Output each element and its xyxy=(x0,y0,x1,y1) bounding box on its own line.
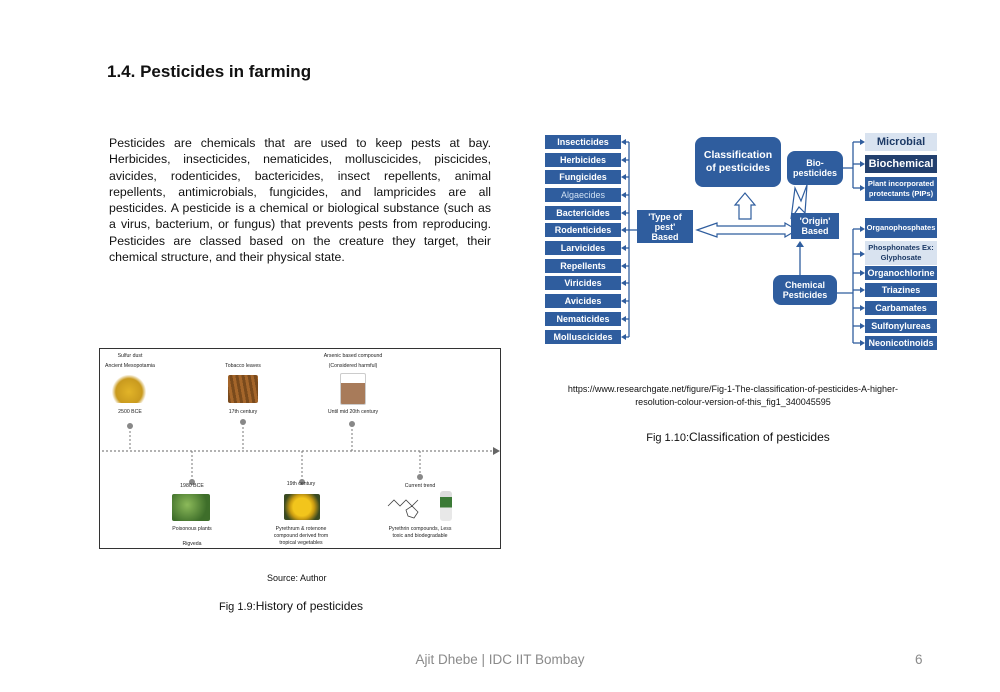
chemical-pesticides-box: Chemical Pesticides xyxy=(773,275,837,305)
section-heading: 1.4. Pesticides in farming xyxy=(107,62,312,81)
origin-based-box: 'Origin' Based xyxy=(791,213,839,239)
page-footer: Ajit Dhebe | IDC IIT Bombay xyxy=(415,652,585,667)
type-of-pest-box: 'Type of pest' Based xyxy=(637,210,693,243)
chem-item-neonicotinoids: Neonicotinoids xyxy=(865,336,937,350)
tl-5-date: 19th century xyxy=(286,481,316,487)
tl-2-date: 17th century xyxy=(228,409,258,415)
bio-item-microbial: Microbial xyxy=(865,133,937,151)
pest-type-larvicides: Larvicides xyxy=(545,241,621,255)
sulfur-dust-image xyxy=(112,375,146,403)
poisonous-plants-image xyxy=(172,494,210,521)
tl-5-label1: Pyrethrum & rotenone compound derived fr… xyxy=(273,526,329,546)
pesticide-bottle-image xyxy=(440,491,452,521)
chem-item-organochlorine: Organochlorine xyxy=(865,266,937,280)
chem-item-carbamates: Carbamates xyxy=(865,301,937,315)
pest-type-avicides: Avicides xyxy=(545,294,621,308)
caption-left-prefix: Fig 1.9: xyxy=(219,601,256,613)
caption-left-text: History of pesticides xyxy=(255,599,364,613)
pest-type-herbicides: Herbicides xyxy=(545,153,621,167)
tl-6-label1: Pyrethrin compounds, Less toxic and biod… xyxy=(388,526,452,539)
bio-item-biochemical: Biochemical xyxy=(865,155,937,173)
bio-pesticides-box: Bio-pesticides xyxy=(787,151,843,185)
tobacco-leaves-image xyxy=(228,375,258,403)
tl-3-date: Until mid 20th century xyxy=(327,409,379,415)
tl-3-label1: Arsenic based compound xyxy=(323,353,383,359)
tl-6-date: Current trend xyxy=(404,483,436,489)
source-url: https://www.researchgate.net/figure/Fig-… xyxy=(567,384,899,407)
pest-type-nematicides: Nematicides xyxy=(545,312,621,326)
chem-item-sulfonylureas: Sulfonylureas xyxy=(865,319,937,333)
timeline-axis xyxy=(102,419,500,485)
classification-center: Classification of pesticides xyxy=(695,137,781,187)
pyrethrum-flower-image xyxy=(284,494,320,520)
bio-item-pips: Plant incorporated protectants (PIPs) xyxy=(865,177,937,201)
chem-item-phosphonates: Phosphonates Ex: Glyphosate xyxy=(865,241,937,265)
tl-4-label1: Poisonous plants xyxy=(172,526,212,532)
pest-type-insecticides: Insecticides xyxy=(545,135,621,149)
caption-right-text: Classification of pesticides xyxy=(689,430,830,444)
classification-diagram: Insecticides Herbicides Fungicides Algae… xyxy=(545,133,937,351)
caption-right-prefix: Fig 1.10: xyxy=(646,432,690,444)
figure-caption-right: Fig 1.10:Classification of pesticides xyxy=(560,430,916,444)
figure-caption-left: Fig 1.9:History of pesticides xyxy=(219,599,363,613)
tl-1-label2: Ancient Mesopotamia xyxy=(105,363,155,369)
pest-type-rodenticides: Rodenticides xyxy=(545,223,621,237)
pest-type-repellents: Repellents xyxy=(545,259,621,273)
chem-item-triazines: Triazines xyxy=(865,283,937,297)
history-timeline: Sulfur dust Ancient Mesopotamia 2500 BCE… xyxy=(99,348,501,549)
tl-1-date: 2500 BCE xyxy=(118,409,142,415)
pest-type-fungicides: Fungicides xyxy=(545,170,621,184)
tl-4-date: 1980 BCE xyxy=(180,483,204,489)
tl-2-label1: Tobacco leaves xyxy=(225,363,261,369)
arsenic-compound-image xyxy=(340,373,366,405)
chem-item-organophosphates: Organophosphates xyxy=(865,218,937,238)
pyrethrin-structure-icon xyxy=(387,499,419,519)
page-number: 6 xyxy=(915,652,923,667)
tl-4-label2: Rigveda xyxy=(182,541,202,547)
body-paragraph: Pesticides are chemicals that are used t… xyxy=(109,136,491,265)
pest-type-bactericides: Bactericides xyxy=(545,206,621,220)
pest-type-viricides: Viricides xyxy=(545,276,621,290)
tl-1-label1: Sulfur dust xyxy=(117,353,143,359)
pest-type-algaecides: Algaecides xyxy=(545,188,621,202)
figure-source: Source: Author xyxy=(267,573,327,583)
tl-3-label2: (Considered harmful) xyxy=(328,363,378,369)
pest-type-molluscicides: Molluscicides xyxy=(545,330,621,344)
